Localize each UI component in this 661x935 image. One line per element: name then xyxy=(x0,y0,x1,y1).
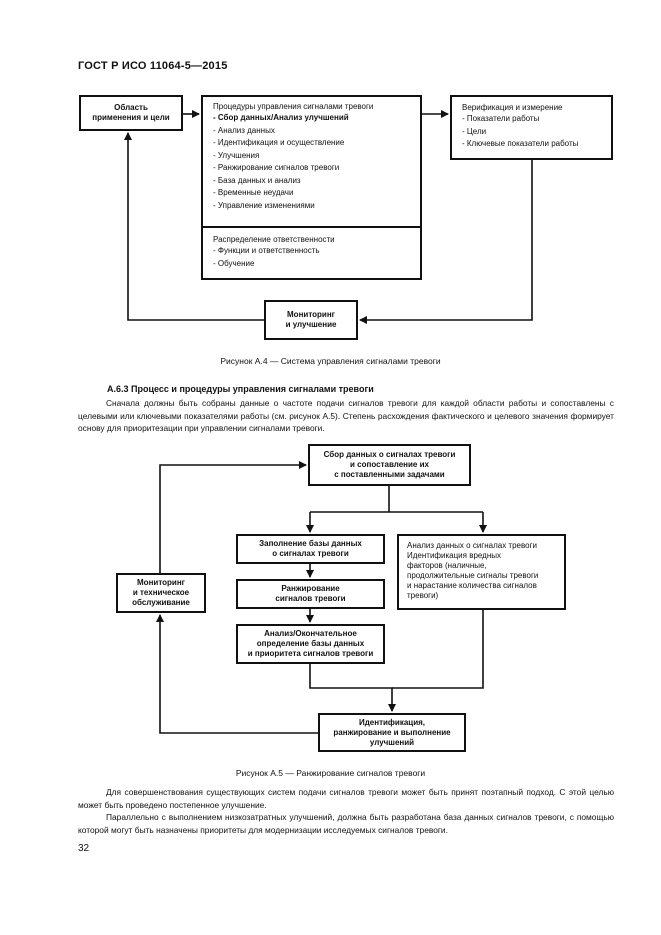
procedures-item: - Ранжирование сигналов тревоги xyxy=(213,163,340,172)
fill-db-line: Заполнение базы данных xyxy=(259,539,362,548)
box-area-goals: Область применения и цели xyxy=(79,95,183,131)
monitoring-line-1: Мониторинг xyxy=(287,310,335,319)
procedures-item: - Сбор данных/Анализ улучшений xyxy=(213,113,349,122)
verification-item: - Показатели работы xyxy=(462,114,540,123)
document-header: ГОСТ Р ИСО 11064-5—2015 xyxy=(78,60,228,72)
procedures-item: - Идентификация и осуществление xyxy=(213,138,345,147)
identify-line: улучшений xyxy=(369,737,415,747)
responsibility-item: - Обучение xyxy=(213,258,255,268)
verification-title: Верификация и измерение xyxy=(462,103,563,112)
box-fill-database: Заполнение базы данных о сигналах тревог… xyxy=(236,534,385,564)
box-verification: Верификация и измерение - Показатели раб… xyxy=(450,95,613,160)
box-area-line-2: применения и цели xyxy=(92,113,170,122)
responsibility-title: Распределение ответственности xyxy=(213,235,335,244)
box-monitoring-maintenance: Мониторинг и техническое обслуживание xyxy=(116,573,206,613)
procedures-item: - Управление изменениями xyxy=(213,200,315,210)
procedures-item: - База данных и анализ xyxy=(213,175,301,185)
paragraph-2: Параллельно с выполнением низкозатратных… xyxy=(78,812,614,835)
procedures-title: Процедуры управления сигналами тревоги xyxy=(213,102,374,111)
section-paragraph: Сначала должны быть собраны данные о час… xyxy=(78,398,614,433)
analysis-right-line: Анализ данных о сигналах тревоги xyxy=(407,541,537,550)
analysis-right-line: Идентификация вредных xyxy=(407,551,502,560)
procedures-item: - Улучшения xyxy=(213,150,260,160)
monitoring-maint-line: обслуживание xyxy=(132,598,190,607)
identify-line: Идентификация, xyxy=(358,717,426,727)
box-monitoring-improvement: Мониторинг и улучшение xyxy=(264,300,358,340)
analysis-final-line: и приоритета сигналов тревоги xyxy=(247,649,374,658)
box-identify-improve: Идентификация, ранжирование и выполнение… xyxy=(318,713,466,752)
paragraph-1: Для совершенствования существующих систе… xyxy=(78,787,614,810)
analysis-right-line: продолжительные сигналы тревоги xyxy=(407,571,539,580)
analysis-final-line: определение базы данных xyxy=(256,639,365,648)
box-area-line-1: Область xyxy=(114,103,148,112)
box-analysis-right: Анализ данных о сигналах тревоги Идентиф… xyxy=(397,534,566,610)
responsibility-item: - Функции и ответственность xyxy=(213,246,320,255)
analysis-right-line: тревоги) xyxy=(407,591,439,600)
ranking-line: сигналов тревоги xyxy=(275,594,346,603)
fill-db-line: о сигналах тревоги xyxy=(272,549,349,558)
monitoring-maint-line: и техническое xyxy=(132,588,190,597)
analysis-final-line: Анализ/Окончательное xyxy=(264,629,357,638)
procedures-item: - Анализ данных xyxy=(213,125,275,135)
section-title: А.6.3 Процесс и процедуры управления сиг… xyxy=(107,384,374,394)
ranking-line: Ранжирование xyxy=(281,584,340,593)
identify-line: ранжирование и выполнение xyxy=(333,727,451,737)
verification-item: - Ключевые показатели работы xyxy=(462,139,579,148)
page-number: 32 xyxy=(78,843,90,854)
collect-line: Сбор данных о сигналах тревоги xyxy=(323,450,456,459)
verification-item: - Цели xyxy=(462,126,487,136)
figure-a5-caption: Рисунок А.5 — Ранжирование сигналов трев… xyxy=(235,768,426,778)
procedures-item: - Временные неудачи xyxy=(213,188,294,197)
box-analysis-final: Анализ/Окончательное определение базы да… xyxy=(236,624,385,664)
collect-line: и сопоставление их xyxy=(350,460,429,469)
analysis-right-line: и нарастание количества сигналов xyxy=(407,581,537,590)
analysis-right-line: факторов (наличные, xyxy=(407,561,487,570)
box-procedures: Процедуры управления сигналами тревоги -… xyxy=(201,95,422,280)
collect-line: с поставленными задачами xyxy=(334,470,445,479)
box-ranking: Ранжирование сигналов тревоги xyxy=(236,579,385,609)
monitoring-maint-line: Мониторинг xyxy=(137,578,185,587)
monitoring-line-2: и улучшение xyxy=(285,320,337,329)
figure-a4-caption: Рисунок А.4 — Система управления сигнала… xyxy=(220,356,441,366)
box-collect-data: Сбор данных о сигналах тревоги и сопоста… xyxy=(308,444,471,486)
